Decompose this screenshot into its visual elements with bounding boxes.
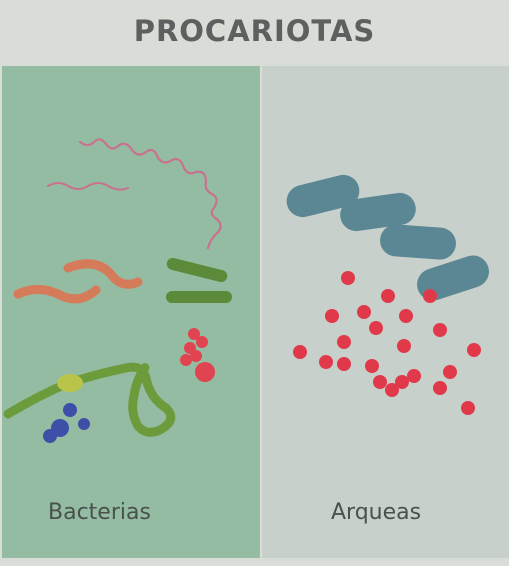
orange-rod-illustration — [13, 285, 101, 304]
spirochete-illustration — [78, 138, 222, 250]
red-coccus-cluster-illustration — [180, 328, 215, 382]
orange-rod-illustration — [63, 259, 143, 289]
archaea-coccus-illustration — [293, 271, 481, 415]
archaea-label: Arqueas — [331, 500, 422, 525]
green-rod-illustration — [166, 291, 232, 303]
green-rod-illustration — [166, 257, 228, 283]
archaea-panel — [262, 66, 509, 558]
bacteria-label: Bacterias — [48, 500, 151, 525]
blue-coccus-illustration — [43, 403, 90, 443]
green-chain-illustration — [3, 361, 176, 437]
archaea-rod-illustration — [286, 174, 489, 301]
page-title: PROCARIOTAS — [133, 14, 376, 48]
